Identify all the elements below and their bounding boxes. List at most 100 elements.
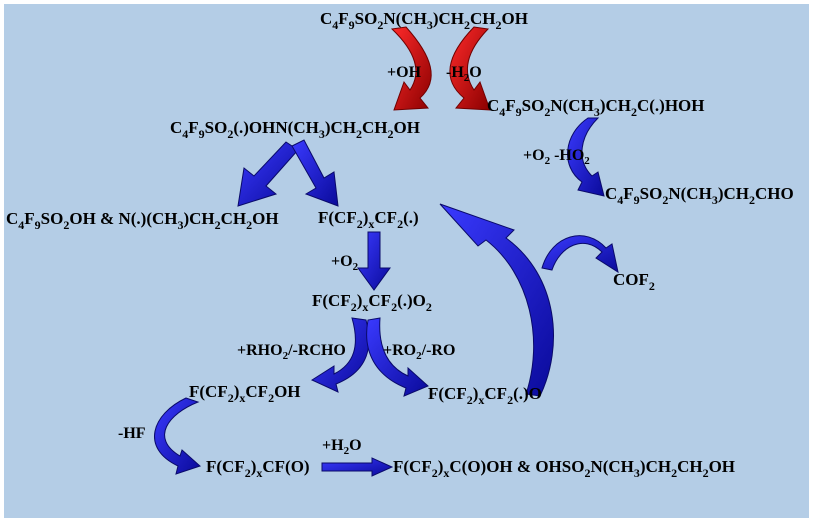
species-parent: C4F9SO2N(CH3)CH2CH2OH (320, 9, 528, 32)
formula-segment: -HO (550, 147, 584, 164)
reagent-plus-o2-minus-ho2: +O2 -HO2 (523, 147, 590, 167)
formula-segment: 2 (391, 300, 397, 314)
formula-segment: x (443, 466, 449, 480)
formula-segment: 2 (507, 393, 513, 407)
formula-segment: ) (357, 291, 363, 310)
formula-segment: 9 (634, 193, 640, 207)
red-arrow-to-o-radical (390, 26, 432, 111)
formula-segment: CH (221, 209, 247, 228)
species-cof2: COF2 (613, 270, 655, 293)
formula-segment: 2 (544, 105, 550, 119)
formula-segment: x (256, 466, 262, 480)
formula-segment: ) (438, 457, 444, 476)
formula-segment: F(CF (206, 457, 245, 476)
formula-segment: C(O)OH & OHSO (449, 457, 584, 476)
formula-segment: 2 (228, 391, 234, 405)
formula-segment: 2 (416, 350, 422, 362)
formula-segment: 2 (63, 218, 69, 232)
formula-segment: 4 (182, 127, 188, 141)
formula-segment: 9 (35, 218, 41, 232)
formula-segment: ) (363, 208, 369, 227)
formula-segment: +RHO (237, 342, 283, 359)
formula-segment: ) (251, 457, 257, 476)
reagent-plus-h2o: +H2O (322, 437, 362, 457)
formula-segment: +O (331, 253, 353, 270)
formula-segment: 2 (227, 127, 233, 141)
reagent-rho2-rcho: +RHO2/-RCHO (237, 342, 346, 362)
pathway-arrows (154, 117, 619, 477)
oh-attack-arrows (390, 26, 491, 111)
formula-segment: N(CH (668, 184, 711, 203)
species-alcohol: F(CF2)xCF2OH (189, 382, 301, 405)
formula-segment: ) (473, 384, 479, 403)
formula-segment: 2 (357, 217, 363, 231)
formula-segment: +OH (387, 64, 422, 81)
formula-segment: 2 (584, 466, 590, 480)
reagent-minus-h2o: -H2O (446, 64, 482, 84)
formula-segment: CF (245, 382, 268, 401)
formula-segment: 2 (397, 217, 403, 231)
species-final-products: F(CF2)xC(O)OH & OHSO2N(CH3)CH2CH2OH (393, 457, 735, 480)
formula-segment: C (487, 96, 499, 115)
formula-segment: N(CH (590, 457, 633, 476)
formula-segment: OH (394, 118, 420, 137)
formula-segment: 3 (634, 466, 640, 480)
reagent-labels: +OH -H2O +O2 -HO2 +O2 +RHO2/-RCHO +RO2/-… (118, 64, 590, 457)
formula-segment: SO (640, 184, 663, 203)
formula-segment: 2 (283, 350, 289, 362)
formula-segment: 2 (344, 445, 350, 457)
formula-segment: F(CF (189, 382, 228, 401)
formula-segment: F(CF (318, 208, 357, 227)
species-aldehyde: C4F9SO2N(CH3)CH2CHO (605, 184, 794, 207)
formula-segment: C (6, 209, 18, 228)
formula-segment: 2 (351, 300, 357, 314)
formula-segment: /-RO (421, 342, 456, 359)
formula-segment: (.)O (397, 291, 426, 310)
formula-segment: 2 (495, 18, 501, 32)
formula-segment: OH & N(.)(CH (69, 209, 177, 228)
formula-segment: 2 (215, 218, 221, 232)
formula-segment: 2 (671, 466, 677, 480)
arrow-perfluoroalkyl-to-peroxy (357, 231, 391, 291)
formula-segment: 2 (631, 105, 637, 119)
arrow-c-radical-to-aldehyde (567, 117, 605, 197)
arrow-o-radical-to-split-products (237, 141, 299, 207)
formula-segment: 3 (319, 127, 325, 141)
formula-segment: 2 (703, 466, 709, 480)
formula-segment: F (188, 118, 198, 137)
formula-segment: COF (613, 270, 649, 289)
formula-segment: 2 (432, 466, 438, 480)
formula-segment: +RO (383, 342, 416, 359)
formula-segment: 2 (662, 193, 668, 207)
formula-segment: SO (355, 9, 378, 28)
formula-segment: F (338, 9, 348, 28)
formula-segment: 9 (349, 18, 355, 32)
formula-segment: 2 (268, 391, 274, 405)
arrow-acyl-fluoride-to-final (321, 457, 394, 477)
formula-segment: CH (362, 118, 388, 137)
species-peroxy-radical: F(CF2)xCF2(.)O2 (312, 291, 432, 314)
formula-segment: CF (368, 291, 391, 310)
formula-segment: 2 (649, 279, 655, 293)
formula-segment: F (505, 96, 515, 115)
formula-segment: 4 (332, 18, 338, 32)
arrow-cof2-release (541, 235, 619, 274)
formula-segment: 2 (356, 127, 362, 141)
formula-segment: CF (374, 208, 397, 227)
red-arrow-to-c-radical (449, 26, 491, 111)
formula-segment: 4 (499, 105, 505, 119)
formula-segment: F(CF (312, 291, 351, 310)
formula-segment: /-RCHO (287, 342, 346, 359)
formula-segment: 2 (749, 193, 755, 207)
formula-segment: 9 (199, 127, 205, 141)
formula-segment: 3 (712, 193, 718, 207)
species-alkoxy-radical: F(CF2)xCF2(.)O (428, 384, 542, 407)
formula-segment: x (239, 391, 245, 405)
formula-segment: 2 (377, 18, 383, 32)
formula-segment: )CH (183, 209, 214, 228)
reagent-minus-hf: -HF (118, 425, 146, 442)
formula-segment: 4 (617, 193, 623, 207)
reagent-ro2-ro: +RO2/-RO (383, 342, 455, 362)
